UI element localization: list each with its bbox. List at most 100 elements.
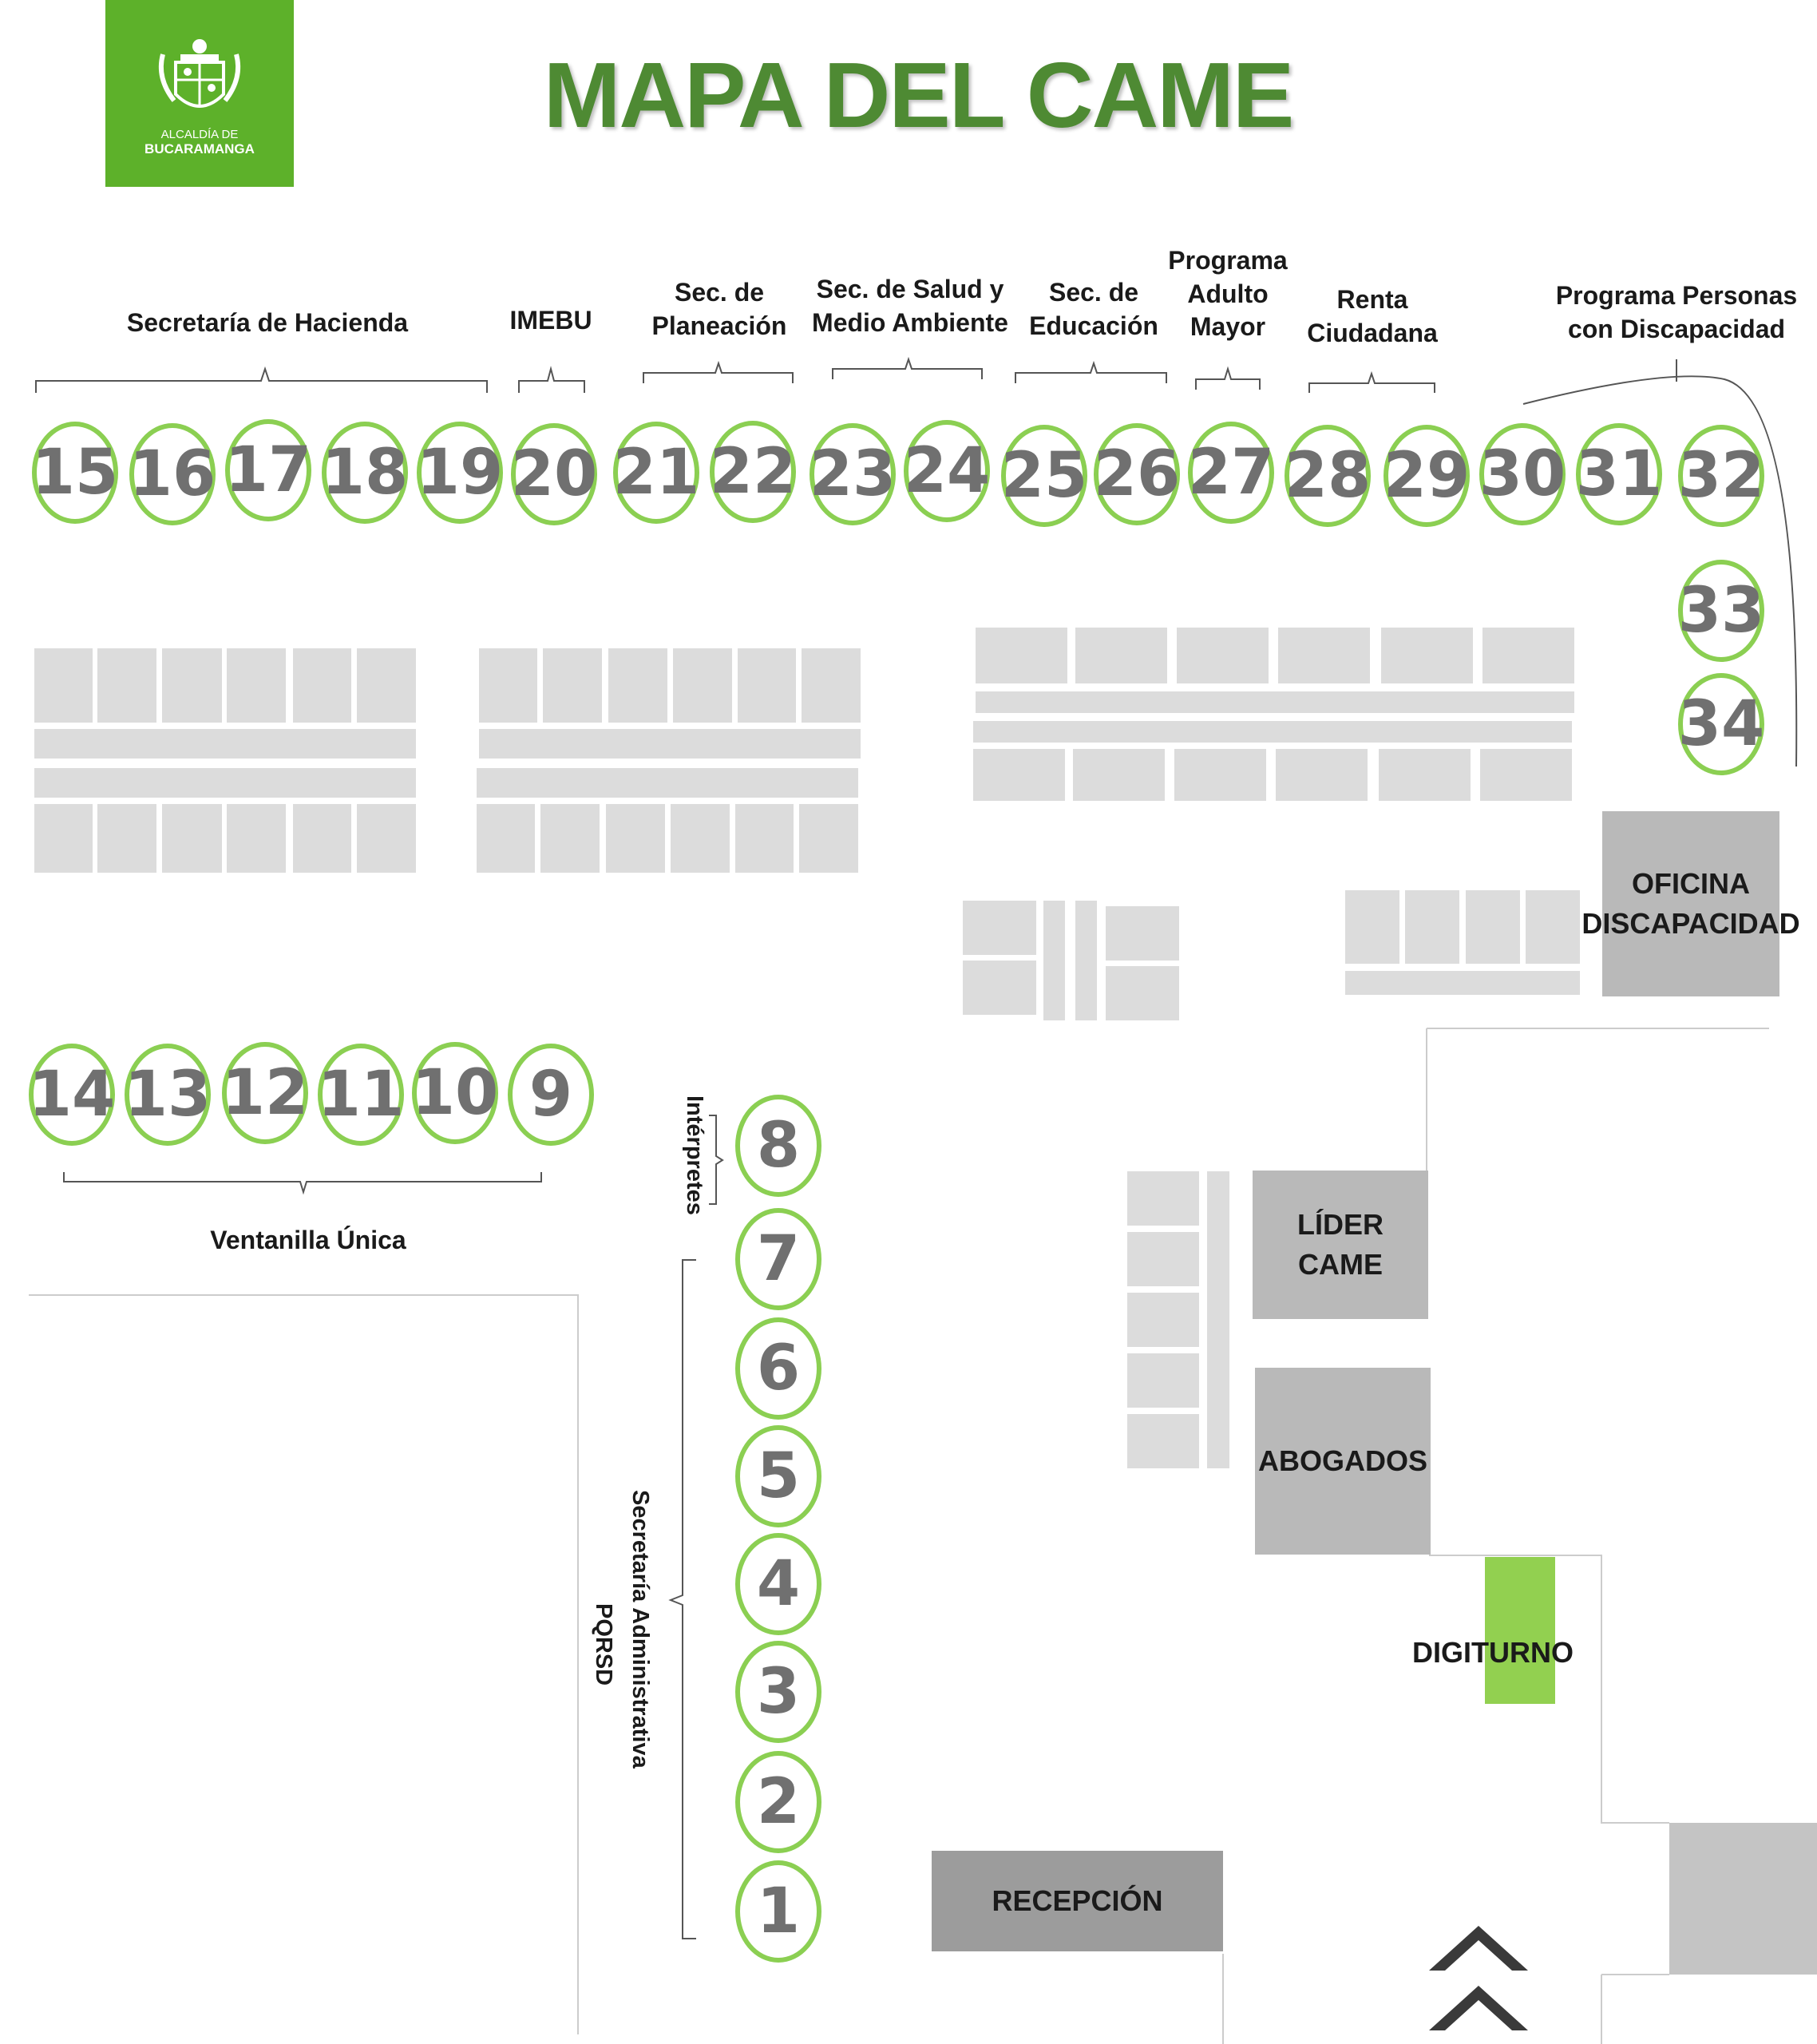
desk: [1127, 1171, 1199, 1226]
window-11[interactable]: 11: [318, 1044, 404, 1146]
desk: [1106, 966, 1179, 1020]
window-31[interactable]: 31: [1576, 423, 1662, 525]
table: [477, 768, 858, 798]
desk: [673, 648, 732, 723]
window-10[interactable]: 10: [412, 1042, 498, 1144]
window-3[interactable]: 3: [735, 1641, 821, 1743]
desk: [293, 648, 351, 723]
window-27[interactable]: 27: [1188, 422, 1274, 524]
alcaldia-logo: ALCALDÍA DE BUCARAMANGA: [105, 0, 294, 187]
window-7[interactable]: 7: [735, 1208, 821, 1310]
desk: [227, 804, 286, 873]
bracket-discapacidad: [1522, 375, 1798, 767]
window-16[interactable]: 16: [129, 423, 216, 525]
bracket-hacienda: [35, 366, 488, 393]
label-hacienda: Secretaría de Hacienda: [126, 308, 409, 337]
window-4[interactable]: 4: [735, 1533, 821, 1635]
window-22[interactable]: 22: [710, 421, 796, 523]
window-17[interactable]: 17: [225, 419, 311, 521]
desk: [735, 804, 794, 873]
desk: [162, 804, 222, 873]
label-imebu: IMEBU: [509, 306, 592, 335]
desk: [1480, 749, 1572, 801]
desk: [1482, 628, 1574, 683]
table: [973, 721, 1572, 743]
window-20[interactable]: 20: [511, 423, 597, 525]
table: [34, 768, 416, 798]
label-digiturno[interactable]: DIGITURNO: [1412, 1635, 1574, 1669]
desk: [1278, 628, 1370, 683]
room-oficina-discapacidad[interactable]: OFICINA DISCAPACIDAD: [1581, 811, 1800, 996]
window-19[interactable]: 19: [417, 422, 503, 524]
window-6[interactable]: 6: [735, 1317, 821, 1420]
desk: [1276, 749, 1368, 801]
window-1[interactable]: 1: [735, 1860, 821, 1963]
label-educacion: Sec. de Educación: [1029, 278, 1158, 340]
desk: [543, 648, 602, 723]
window-13[interactable]: 13: [125, 1044, 211, 1146]
room-lider-came[interactable]: LÍDER CAME: [1253, 1171, 1428, 1319]
desk: [1127, 1353, 1199, 1408]
desk: [606, 804, 665, 873]
bracket-adulto: [1195, 366, 1261, 390]
window-32[interactable]: 32: [1678, 425, 1764, 527]
window-33[interactable]: 33: [1678, 560, 1764, 662]
desk: [357, 804, 416, 873]
window-14[interactable]: 14: [29, 1044, 115, 1146]
window-26[interactable]: 26: [1094, 423, 1180, 525]
desk: [1174, 749, 1266, 801]
bracket-administrativa: [668, 1259, 696, 1939]
room-abogados[interactable]: ABOGADOS: [1255, 1368, 1431, 1555]
desk: [357, 648, 416, 723]
label-discapacidad: Programa Personas con Discapacidad: [1555, 281, 1798, 343]
desk: [1345, 890, 1399, 964]
label-administrativa: Secretaría Administrativa: [627, 1490, 653, 1769]
window-12[interactable]: 12: [222, 1042, 308, 1144]
wall-left-room: [29, 1294, 579, 2034]
desk: [97, 648, 156, 723]
label-planeacion: Sec. de Planeación: [651, 278, 787, 340]
desk: [973, 749, 1065, 801]
window-29[interactable]: 29: [1384, 425, 1470, 527]
table: [34, 729, 416, 759]
desk: [1075, 628, 1167, 683]
desk: [1405, 890, 1459, 964]
bracket-interpretes: [709, 1115, 724, 1205]
desk: [1381, 628, 1473, 683]
window-30[interactable]: 30: [1479, 423, 1566, 525]
window-28[interactable]: 28: [1285, 425, 1371, 527]
desk: [1526, 890, 1580, 964]
window-15[interactable]: 15: [32, 422, 118, 524]
desk: [293, 804, 351, 873]
table: [1075, 901, 1097, 1020]
table: [1345, 971, 1580, 995]
window-8[interactable]: 8: [735, 1095, 821, 1197]
desk: [1127, 1414, 1199, 1468]
digiturno-kiosk: [1485, 1557, 1555, 1704]
bracket-imebu: [518, 366, 585, 393]
desk: [608, 648, 667, 723]
window-2[interactable]: 2: [735, 1751, 821, 1853]
logo-line1: ALCALDÍA DE: [160, 128, 239, 141]
window-34[interactable]: 34: [1678, 673, 1764, 775]
window-9[interactable]: 9: [508, 1044, 594, 1146]
table: [1207, 1171, 1229, 1468]
desk: [963, 961, 1036, 1015]
desk: [34, 648, 93, 723]
window-24[interactable]: 24: [904, 420, 990, 522]
desk: [799, 804, 858, 873]
desk: [738, 648, 796, 723]
window-23[interactable]: 23: [810, 423, 896, 525]
window-25[interactable]: 25: [1001, 425, 1087, 527]
desk: [1127, 1232, 1199, 1286]
desk: [1106, 906, 1179, 961]
window-5[interactable]: 5: [735, 1425, 821, 1527]
window-21[interactable]: 21: [613, 422, 699, 524]
label-renta: Renta Ciudadana: [1307, 285, 1438, 347]
room-recepcion[interactable]: RECEPCIÓN: [932, 1851, 1223, 1951]
window-18[interactable]: 18: [322, 422, 408, 524]
desk: [976, 628, 1067, 683]
bracket-planeacion: [643, 360, 794, 383]
desk: [1127, 1293, 1199, 1347]
